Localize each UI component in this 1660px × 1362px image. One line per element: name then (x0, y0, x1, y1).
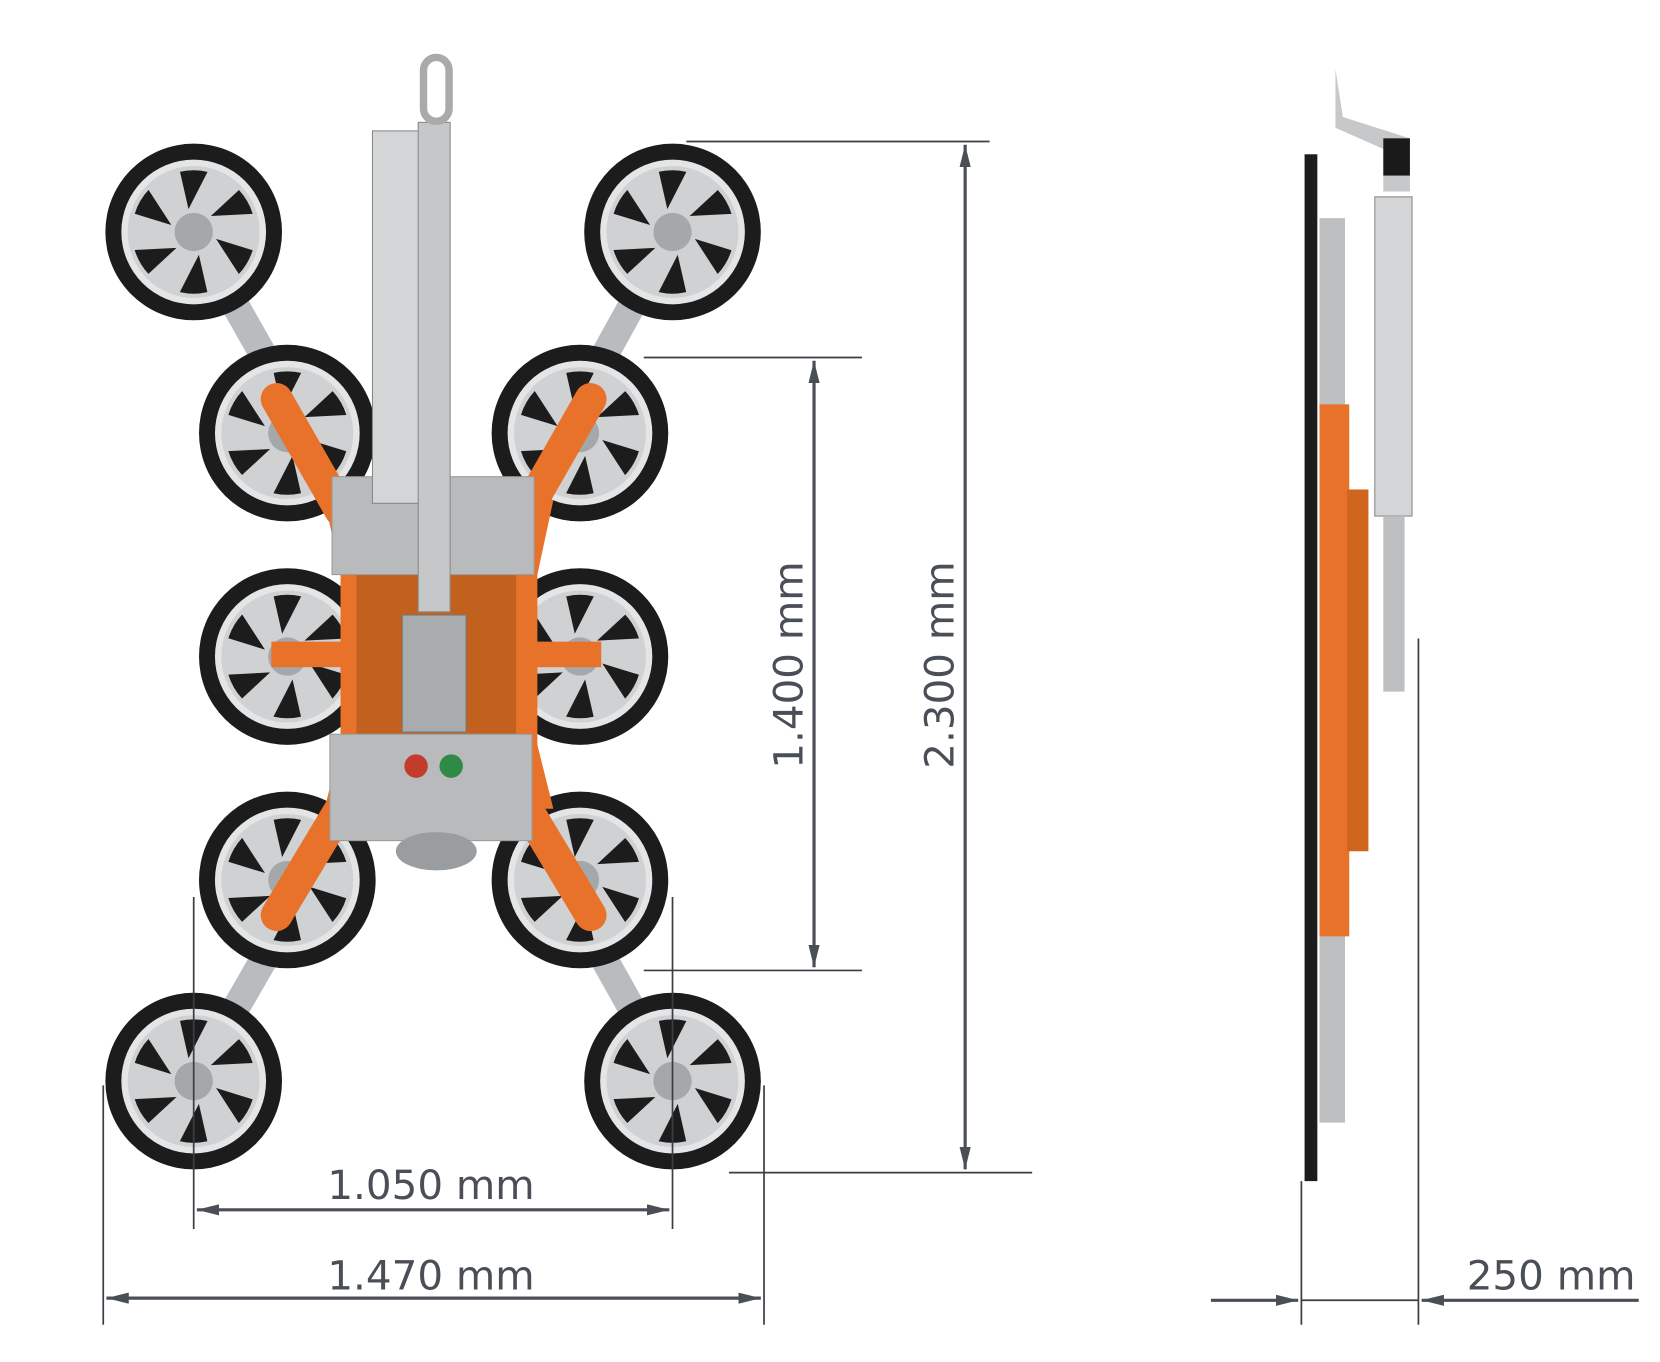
overall-height-label: 2.300 mm (915, 561, 963, 768)
depth-label: 250 mm (1467, 1252, 1636, 1300)
lifting-beam (417, 121, 451, 613)
red-indicator-icon (404, 754, 428, 778)
suction-pad (584, 143, 761, 321)
side-cylinder (1374, 196, 1413, 517)
orange-arm-sleeves (260, 383, 607, 932)
green-indicator-icon (439, 754, 463, 778)
front-view (105, 53, 761, 1170)
side-pad-plate (1304, 154, 1318, 1182)
suction-pad (105, 143, 283, 321)
control-box (329, 733, 533, 842)
side-frame (1319, 404, 1350, 937)
vacuum-pump (395, 832, 477, 871)
overall-width-label: 1.470 mm (327, 1252, 534, 1300)
side-view (1304, 69, 1413, 1182)
pad-horizontal-label: 1.050 mm (327, 1161, 534, 1209)
dimension-annotations: 2.300 mm 1.400 mm 1.050 mm 1.470 mm 250 … (102, 140, 1639, 1325)
pad-vertical-label: 1.400 mm (764, 561, 812, 768)
lifting-eye (419, 53, 453, 126)
hydraulic-cylinder (371, 130, 421, 504)
valve-block (401, 614, 467, 733)
